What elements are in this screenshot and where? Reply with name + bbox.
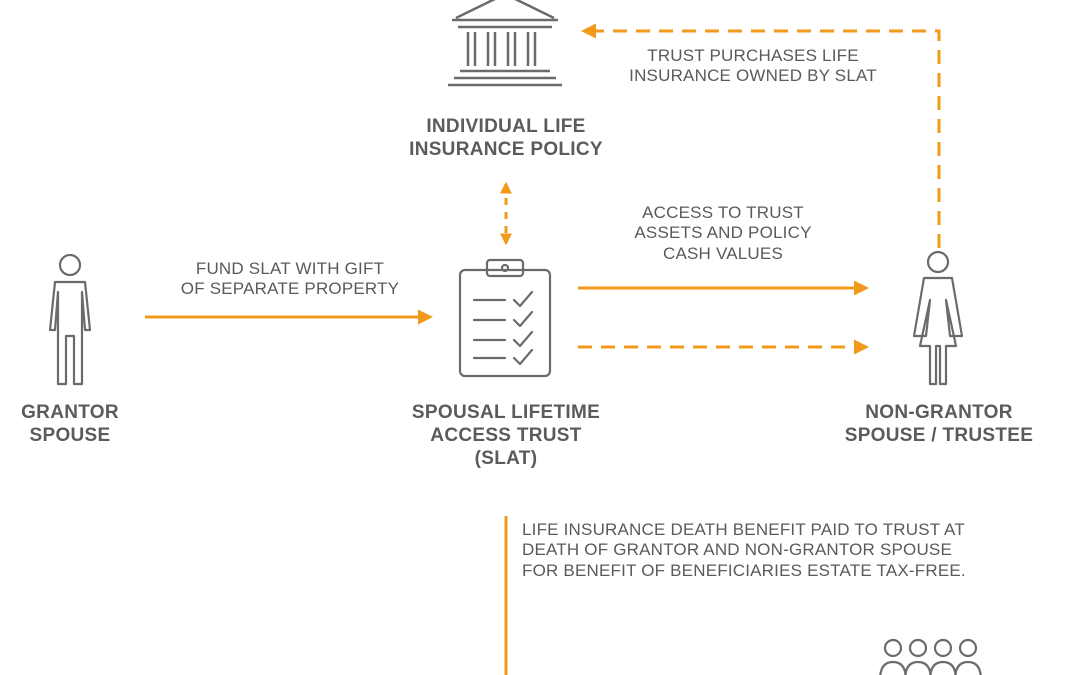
policy-title: INDIVIDUAL LIFE INSURANCE POLICY <box>380 116 632 162</box>
clipboard-checklist-icon <box>458 258 552 378</box>
policy-title-line2: INSURANCE POLICY <box>409 138 603 160</box>
woman-figure-icon <box>912 250 964 386</box>
bank-building-icon <box>448 0 562 87</box>
grantor-title: GRANTOR SPOUSE <box>0 402 140 448</box>
slat-title: SPOUSAL LIFETIME ACCESS TRUST (SLAT) <box>370 402 642 470</box>
slat-title-line1: SPOUSAL LIFETIME <box>411 402 601 423</box>
fund-label: FUND SLAT WITH GIFT OF SEPARATE PROPERTY <box>150 259 430 300</box>
man-figure-icon <box>48 253 92 386</box>
purchase-label-line1: TRUST PURCHASES LIFE <box>647 46 859 65</box>
grantor-title-line1: GRANTOR <box>21 402 119 423</box>
slat-title-line3: (SLAT) <box>474 447 538 469</box>
death-benefit-line1: LIFE INSURANCE DEATH BENEFIT PAID TO TRU… <box>522 520 965 539</box>
death-benefit-label: LIFE INSURANCE DEATH BENEFIT PAID TO TRU… <box>522 520 1062 581</box>
group-of-people-icon <box>879 638 982 675</box>
fund-label-line1: FUND SLAT WITH GIFT <box>195 259 385 278</box>
fund-label-line2: OF SEPARATE PROPERTY <box>180 279 400 299</box>
access-label-line3: CASH VALUES <box>663 243 783 263</box>
purchase-arrow <box>581 23 941 248</box>
death-benefit-line2: DEATH OF GRANTOR AND NON-GRANTOR SPOUSE <box>522 540 953 560</box>
non-grantor-title: NON-GRANTOR SPOUSE / TRUSTEE <box>822 402 1056 448</box>
access-label-line1: ACCESS TO TRUST <box>642 203 804 222</box>
purchase-label: TRUST PURCHASES LIFE INSURANCE OWNED BY … <box>598 46 908 87</box>
non-grantor-title-line1: NON-GRANTOR <box>865 402 1013 423</box>
grantor-title-line2: SPOUSE <box>29 424 111 446</box>
slat-title-line2: ACCESS TRUST <box>430 424 582 446</box>
policy-title-line1: INDIVIDUAL LIFE <box>426 116 586 137</box>
purchase-label-line2: INSURANCE OWNED BY SLAT <box>629 66 877 86</box>
death-benefit-line3: FOR BENEFIT OF BENEFICIARIES ESTATE TAX-… <box>522 560 966 580</box>
access-label: ACCESS TO TRUST ASSETS AND POLICY CASH V… <box>598 203 848 264</box>
access-label-line2: ASSETS AND POLICY <box>634 223 812 243</box>
non-grantor-title-line2: SPOUSE / TRUSTEE <box>844 424 1034 446</box>
